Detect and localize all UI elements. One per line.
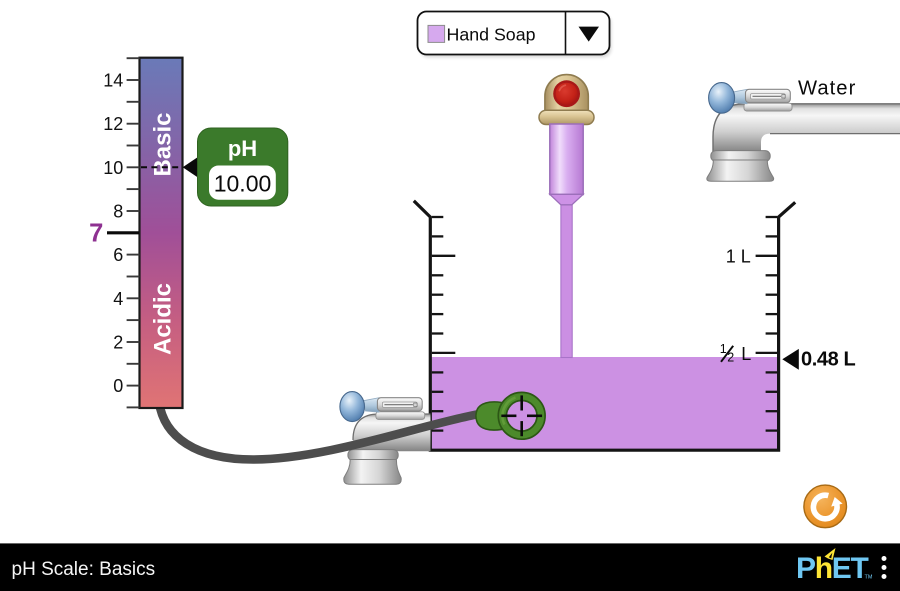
- svg-text:2: 2: [113, 333, 123, 353]
- svg-text:Basic: Basic: [149, 112, 176, 176]
- svg-text:2: 2: [727, 350, 734, 364]
- svg-text:0.48 L: 0.48 L: [801, 349, 855, 371]
- svg-text:7: 7: [89, 220, 103, 248]
- svg-text:pH: pH: [228, 136, 257, 161]
- svg-text:6: 6: [113, 245, 123, 265]
- svg-text:12: 12: [103, 114, 123, 134]
- svg-text:TM: TM: [865, 575, 873, 581]
- svg-text:10: 10: [103, 158, 123, 178]
- svg-text:Hand Soap: Hand Soap: [447, 24, 536, 44]
- svg-text:1 L: 1 L: [726, 247, 751, 267]
- svg-text:Water: Water: [798, 77, 856, 99]
- svg-text:1: 1: [720, 342, 727, 356]
- svg-text:Acidic: Acidic: [149, 283, 176, 355]
- svg-text:PhET: PhET: [796, 552, 868, 585]
- svg-text:4: 4: [113, 289, 123, 309]
- svg-text:pH Scale: Basics: pH Scale: Basics: [12, 559, 156, 580]
- svg-text:0: 0: [113, 376, 123, 396]
- svg-text:L: L: [741, 344, 751, 364]
- svg-text:8: 8: [113, 202, 123, 222]
- svg-text:14: 14: [103, 71, 123, 91]
- svg-text:10.00: 10.00: [214, 171, 272, 197]
